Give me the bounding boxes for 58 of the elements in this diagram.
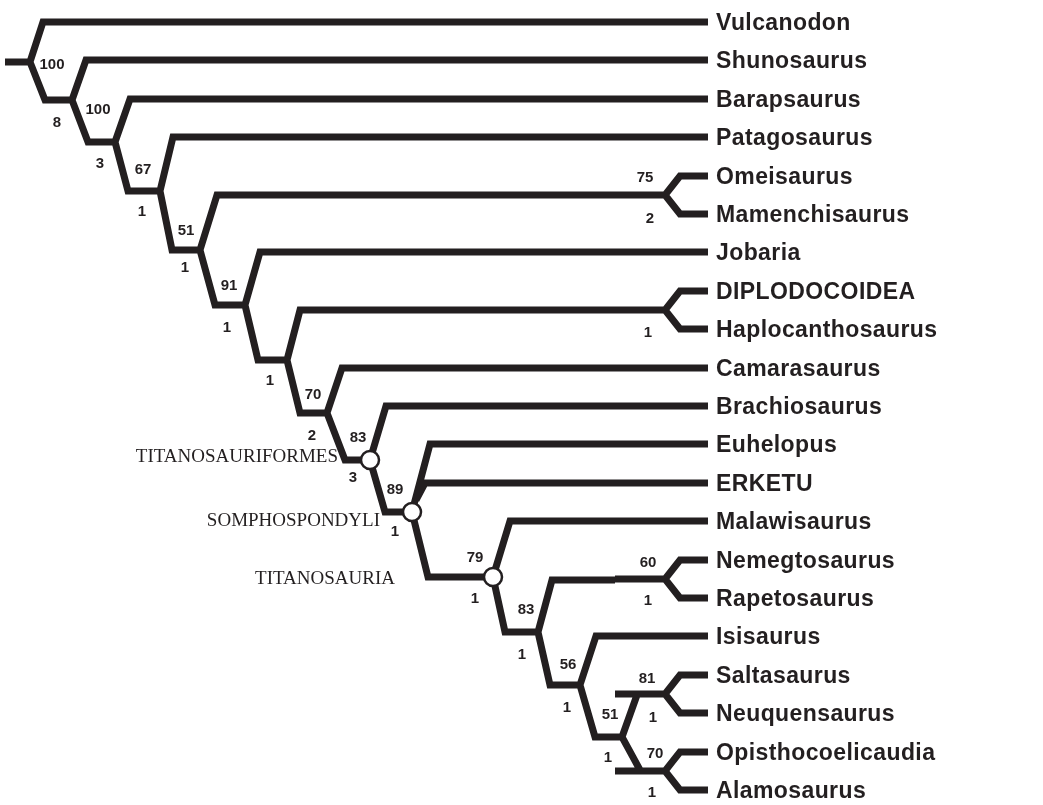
support-value: 3 [95, 153, 105, 171]
support-value: 56 [559, 654, 577, 672]
taxon-name: Shunosaurus [716, 46, 868, 74]
clade-name: TITANOSAURIFORMES [135, 445, 338, 467]
taxon-name: Alamosaurus [716, 776, 867, 804]
support-value: 2 [645, 208, 655, 226]
clade-name: SOMPHOSPONDYLI [206, 509, 380, 531]
support-value: 89 [386, 479, 404, 497]
support-value: 60 [639, 552, 657, 570]
taxon-name: Vulcanodon [716, 8, 851, 36]
taxon-name: Omeisaurus [716, 162, 853, 190]
support-value: 1 [603, 747, 613, 765]
support-value: 1 [470, 588, 480, 606]
support-value: 91 [220, 275, 238, 293]
support-value: 1 [517, 644, 527, 662]
taxon-name: Saltasaurus [716, 661, 851, 689]
taxon-name: Euhelopus [716, 430, 838, 458]
support-value: 1 [137, 201, 147, 219]
taxon-name: Camarasaurus [716, 354, 881, 382]
taxon-name: ERKETU [716, 469, 813, 497]
support-value: 8 [52, 112, 62, 130]
taxon-name: Nemegtosaurus [716, 546, 896, 574]
support-value: 100 [39, 54, 65, 72]
support-value: 1 [648, 707, 658, 725]
support-value: 70 [304, 384, 322, 402]
support-value: 79 [466, 547, 484, 565]
support-value: 1 [647, 782, 657, 800]
support-value: 1 [562, 697, 572, 715]
support-value: 75 [636, 167, 654, 185]
support-value: 83 [349, 427, 367, 445]
taxon-name: Jobaria [716, 238, 801, 266]
taxon-name: Rapetosaurus [716, 584, 875, 612]
support-value: 1 [222, 317, 232, 335]
support-value: 1 [390, 521, 400, 539]
taxon-name: Haplocanthosaurus [716, 315, 938, 343]
taxon-name: DIPLODOCOIDEA [716, 277, 916, 305]
taxon-name: Opisthocoelicaudia [716, 738, 936, 766]
clade-name: TITANOSAURIA [255, 567, 395, 589]
taxon-name: Malawisaurus [716, 507, 872, 535]
support-value: 67 [134, 159, 152, 177]
taxon-name: Brachiosaurus [716, 392, 883, 420]
support-value: 1 [180, 257, 190, 275]
taxon-name: Isisaurus [716, 622, 821, 650]
taxon-name: Neuquensaurus [716, 699, 895, 727]
support-value: 70 [646, 743, 664, 761]
support-value: 1 [643, 590, 653, 608]
support-value: 51 [601, 704, 619, 722]
support-value: 83 [517, 599, 535, 617]
support-value: 81 [638, 668, 656, 686]
support-value: 2 [307, 425, 317, 443]
support-value: 1 [265, 370, 275, 388]
support-value: 100 [85, 99, 111, 117]
support-value: 51 [177, 220, 195, 238]
taxon-name: Barapsaurus [716, 85, 862, 113]
support-value: 3 [348, 467, 358, 485]
taxon-name: Mamenchisaurus [716, 200, 910, 228]
taxon-name: Patagosaurus [716, 123, 873, 151]
support-value: 1 [643, 322, 653, 340]
